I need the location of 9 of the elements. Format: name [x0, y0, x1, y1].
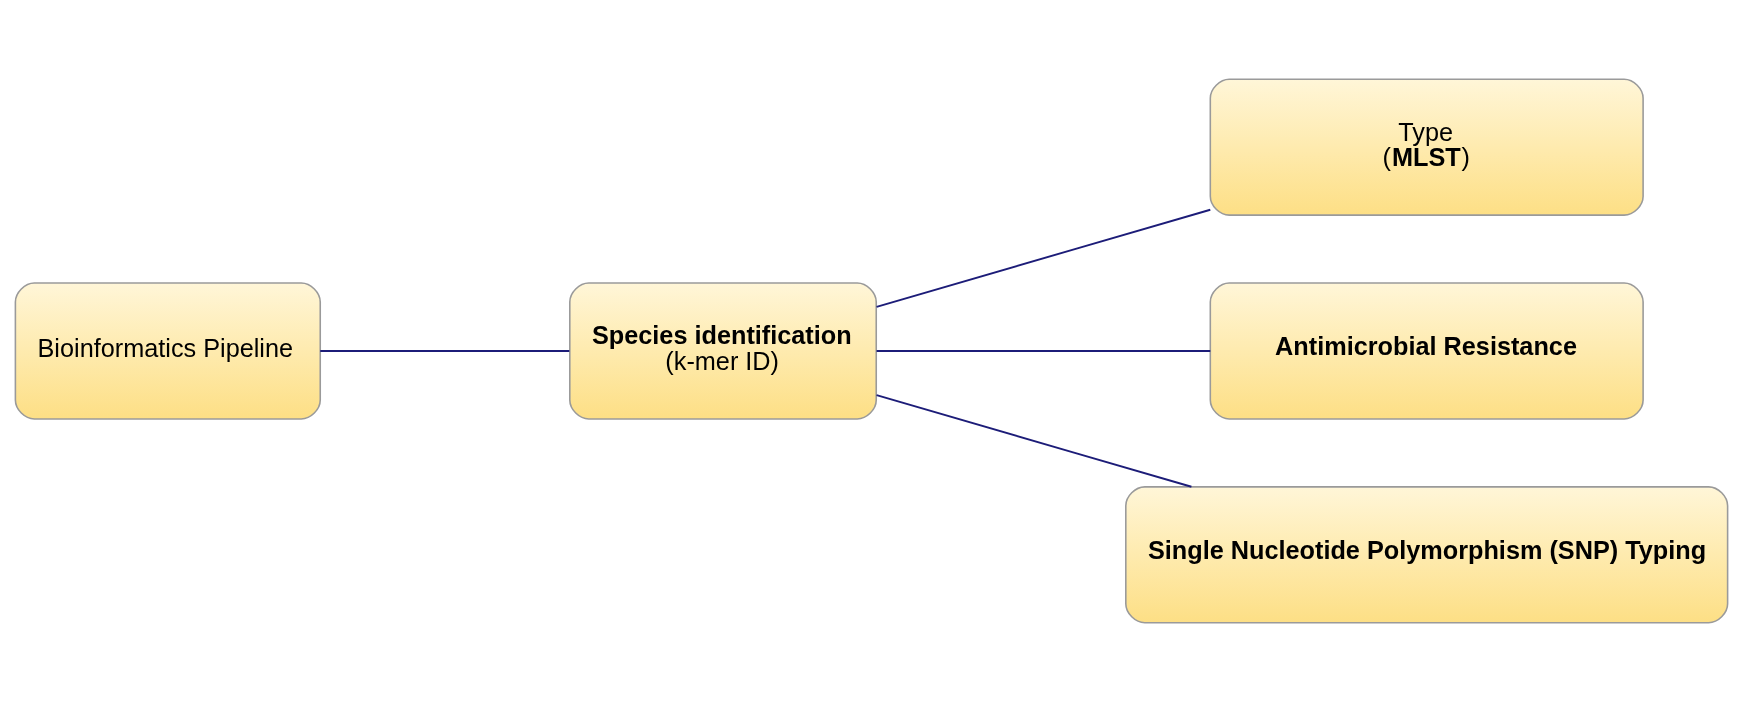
node-box: Single Nucleotide Polymorphism (SNP) Typing: [1125, 485, 1729, 623]
connector: [875, 393, 1193, 488]
node-box: Type (MLST): [1209, 78, 1644, 216]
node-box: Antimicrobial Resistance: [1209, 281, 1644, 420]
node-box: Species identification (k-mer ID): [569, 281, 878, 420]
node-box: Bioinformatics Pipeline: [14, 281, 322, 420]
connector: [875, 208, 1212, 308]
connector: [875, 349, 1212, 352]
connector: [319, 349, 571, 352]
